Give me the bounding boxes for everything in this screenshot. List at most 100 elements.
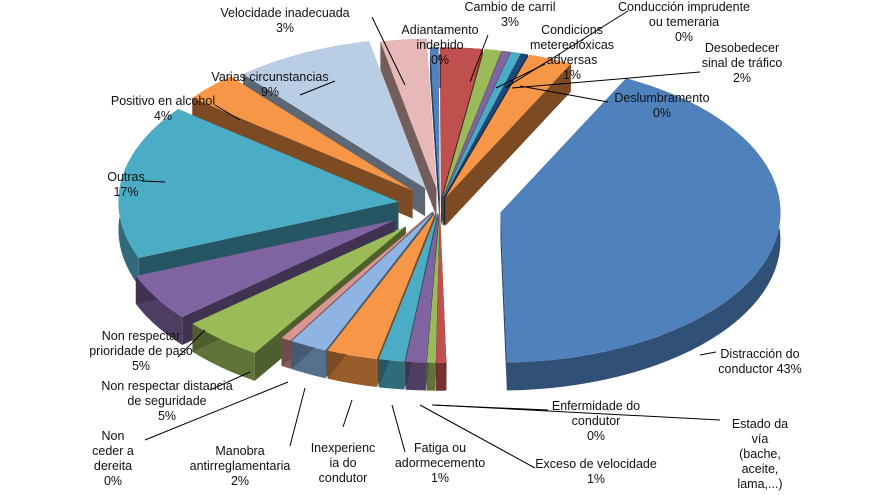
label-line-enfermidade: Enfermidade do <box>552 399 640 413</box>
slice-top-non-distancia <box>192 226 406 353</box>
leader-desobedecer <box>511 71 701 89</box>
leader-cambio-carril <box>469 34 489 83</box>
leader-positivo <box>214 104 241 121</box>
label-line-deslumbramento: Deslumbramento <box>614 91 709 105</box>
slice-top-manobra <box>291 211 434 351</box>
slice-top-cambio-carril <box>439 47 483 198</box>
label-line-estado-via: lama,...) <box>737 477 782 491</box>
label-pct-manobra: 2% <box>231 474 249 488</box>
label-pct-deslumbramento: 0% <box>653 106 671 120</box>
label-pct-exceso: 1% <box>587 472 605 486</box>
slice-top-desobedecer <box>443 51 521 198</box>
slice-side-exceso <box>405 361 427 391</box>
slice-adiantamento <box>429 47 440 226</box>
label-line-non-prioridade: Non respectar <box>102 329 181 343</box>
slice-top-outras <box>118 109 399 258</box>
label-line-outras: Outras <box>107 170 145 184</box>
label-line-velocidade: Velocidade inadecuada <box>220 6 349 20</box>
label-line-condicions: metereolóxicas <box>530 38 614 52</box>
label-pct-fatiga: 1% <box>431 471 449 485</box>
label-line-non-distancia: Non respectar distancia <box>101 379 232 393</box>
leader-manobra <box>289 387 306 447</box>
slice-velocidade <box>380 38 437 217</box>
slice-top-exceso <box>405 212 439 363</box>
slice-top-adiantamento <box>429 47 440 198</box>
label-line-inexperiencia: condutor <box>319 471 368 485</box>
label-line-estado-via: vía <box>752 432 769 446</box>
slice-edge-distraccion-1 <box>500 212 507 391</box>
label-pct-enfermidade: 0% <box>587 429 605 443</box>
label-line-non-distancia: de seguridade <box>127 394 206 408</box>
leader-deslumbramento <box>519 85 609 103</box>
label-line-varias: Varias circunstancias <box>211 70 328 84</box>
label-line-estado-via: (bache, <box>739 447 781 461</box>
leader-non-prioridade <box>177 329 206 358</box>
label-line-enfermidade: condutor <box>572 414 621 428</box>
label-pct-desobedecer: 2% <box>733 71 751 85</box>
label-pct-varias: 9% <box>261 85 279 99</box>
slice-side-distraccion <box>506 78 781 391</box>
label-pct-conduccion: 0% <box>675 30 693 44</box>
leader-exceso <box>419 404 536 469</box>
slice-top-varias <box>243 41 426 189</box>
label-pct-non-ceder: 0% <box>104 474 122 488</box>
slice-top-semaforo <box>445 54 571 198</box>
label-line-positivo: Positivo en alcohol <box>111 94 215 108</box>
slice-edge-velocidade-0 <box>380 41 437 217</box>
slice-edge-adiantamento-0 <box>429 47 440 226</box>
label-line-conduccion: Conducción imprudente <box>618 0 750 14</box>
label-line-manobra: antirreglamentaria <box>190 459 291 473</box>
label-pct-outras: 17% <box>113 185 138 199</box>
slice-distraccion <box>500 78 781 391</box>
slice-top-conduccion <box>443 50 511 198</box>
label-line-inexperiencia: ia do <box>329 456 356 470</box>
label-line-non-ceder: ceder a <box>92 444 134 458</box>
leader-non-ceder <box>144 381 289 441</box>
slice-top-velocidade <box>380 38 437 189</box>
leader-varias <box>299 80 336 96</box>
label-line-fatiga: Fatiga ou <box>414 441 466 455</box>
label-line-distraccion: conductor 43% <box>718 362 801 376</box>
label-pct-non-distancia: 5% <box>158 409 176 423</box>
slice-top-fatiga <box>378 212 438 362</box>
leader-velocidade <box>371 16 406 86</box>
label-line-condicions: Condicions <box>541 23 603 37</box>
slice-top-estado-via <box>436 212 447 363</box>
label-line-cambio-carril: Cambio de carril <box>464 0 555 14</box>
leader-enfermidade <box>431 404 549 411</box>
label-line-manobra: Manobra <box>215 444 264 458</box>
label-line-inexperiencia: Inexperienc <box>311 441 376 455</box>
label-line-distraccion: Distracción do <box>720 347 799 361</box>
slice-top-inexperiencia <box>327 212 436 359</box>
label-pct-positivo: 4% <box>154 109 172 123</box>
leader-lines <box>141 10 721 469</box>
slice-edge-semaforo-1 <box>445 63 571 226</box>
label-pct-cambio-carril: 3% <box>501 15 519 29</box>
slice-top-deslumbramento <box>444 53 528 198</box>
label-pct-velocidade: 3% <box>276 21 294 35</box>
slice-top-condicions <box>442 49 502 198</box>
label-pct-adiantamento: 0% <box>431 53 449 67</box>
leader-distraccion <box>699 351 717 356</box>
label-line-exceso: Exceso de velocidade <box>535 457 657 471</box>
label-line-desobedecer: sinal de tráfico <box>702 56 783 70</box>
label-line-desobedecer: Desobedecer <box>705 41 779 55</box>
leader-fatiga <box>391 404 406 453</box>
label-line-estado-via: Estado da <box>732 417 788 431</box>
